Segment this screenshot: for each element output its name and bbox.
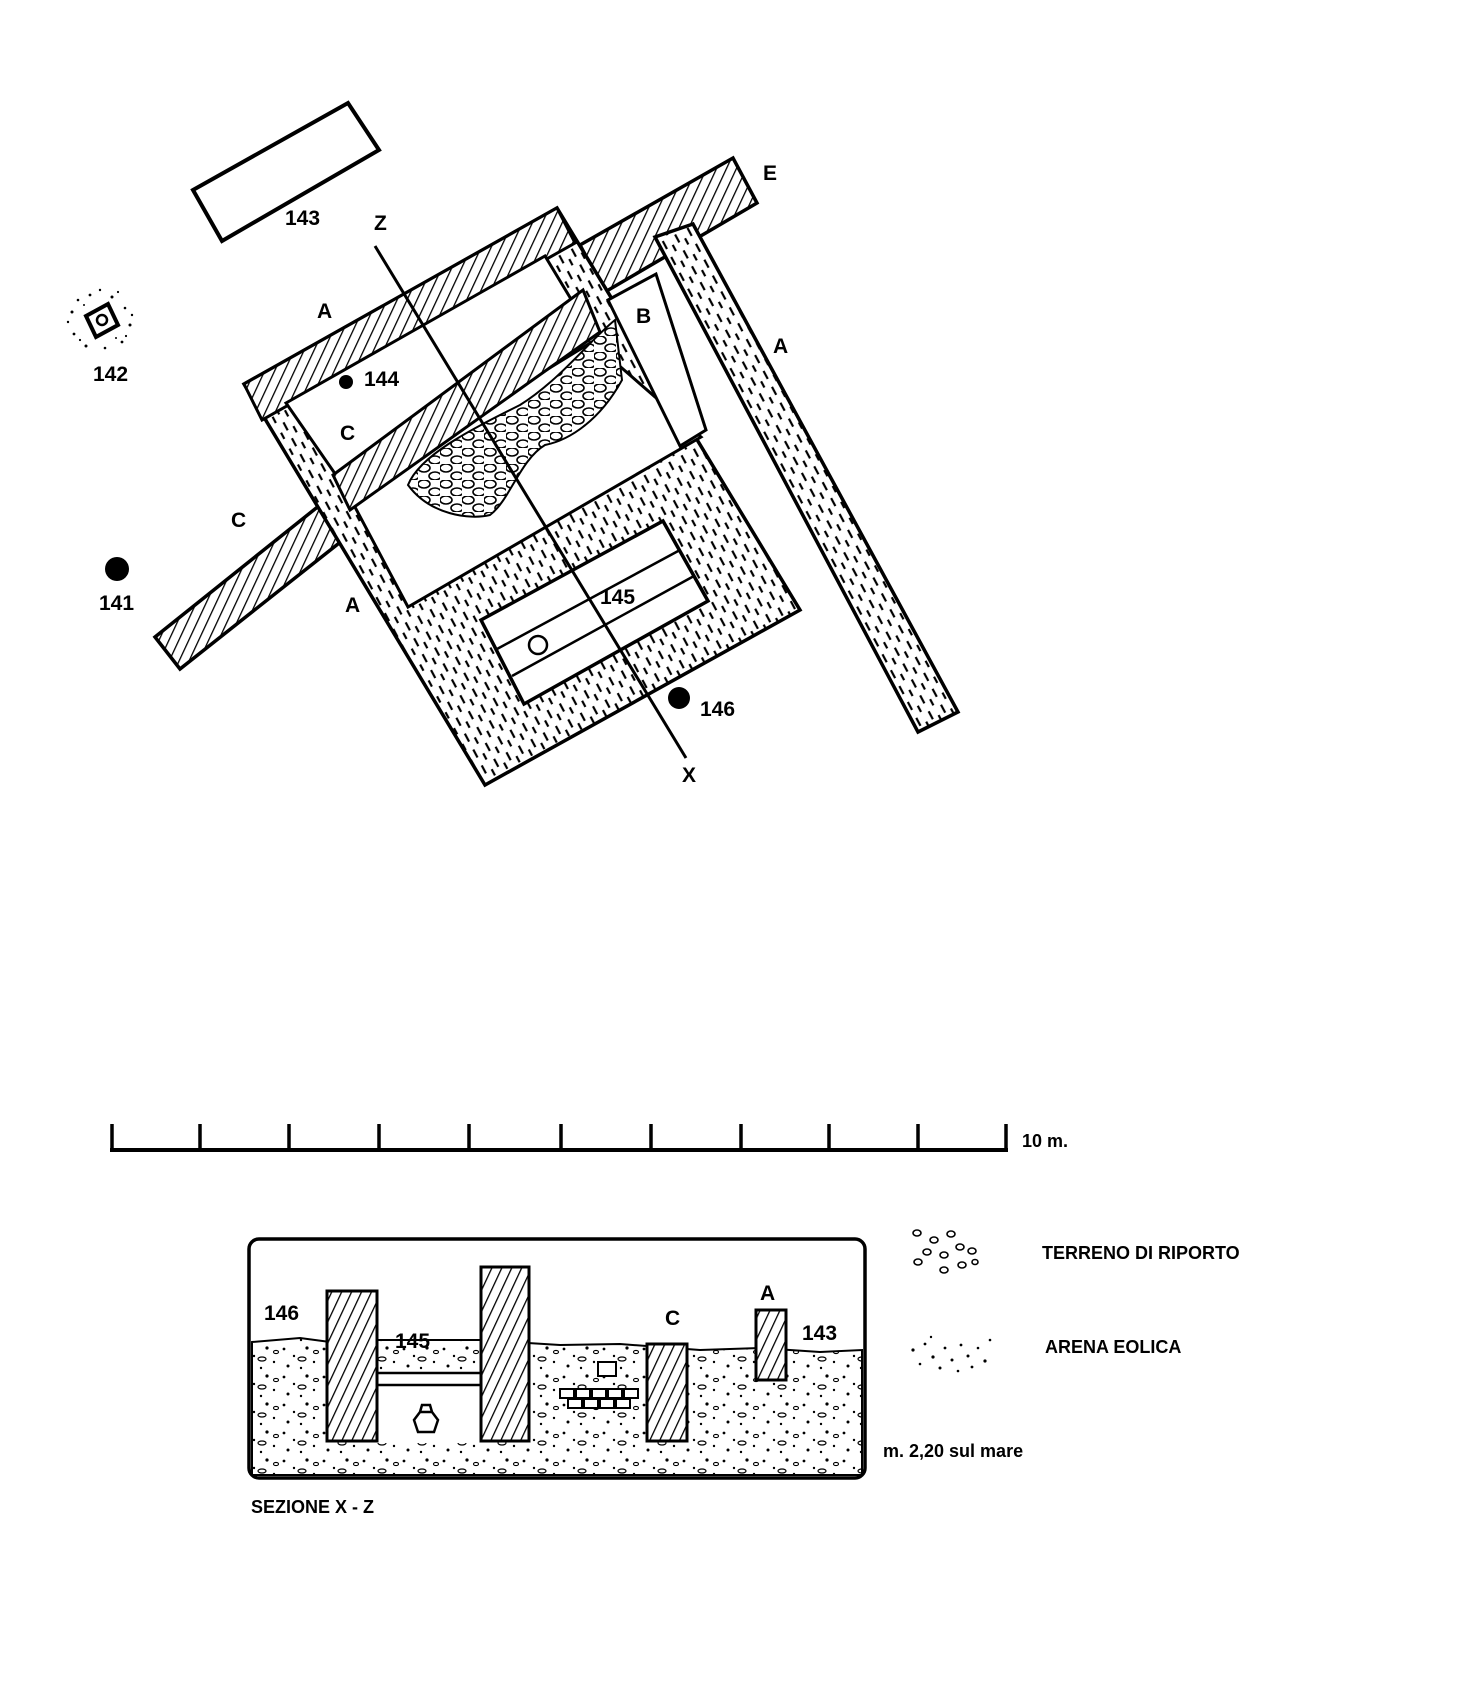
legend: TERRENO DI RIPORTO ARENA EOLICA: [911, 1229, 1240, 1373]
wall-e: [577, 155, 760, 295]
feature-143-outline: [190, 100, 382, 244]
label-a-north: A: [317, 300, 332, 323]
cobble-pavement: [406, 318, 624, 518]
section-label-145: 145: [395, 1330, 430, 1353]
label-z: Z: [374, 212, 387, 235]
legend-sand-label: ARENA EOLICA: [1045, 1337, 1181, 1357]
label-146: 146: [700, 698, 735, 721]
label-142: 142: [93, 363, 128, 386]
section-vessel-icon: [412, 1403, 440, 1434]
section-wall-c: [645, 1342, 689, 1443]
section-cobbles: [559, 1361, 639, 1409]
section-label-143: 143: [802, 1322, 837, 1345]
room-b: [606, 271, 708, 449]
label-145: 145: [600, 586, 635, 609]
section-label-c: C: [665, 1307, 680, 1330]
wall-a-north: [242, 205, 577, 423]
label-143: 143: [285, 207, 320, 230]
label-a-east: A: [773, 335, 788, 358]
site-plan: 143 142 141 144 145 146 Z X E A A A B C …: [66, 100, 961, 788]
section-x-z: 146 145 C A 143 m. 2,20 sul mare SEZIONE…: [247, 1237, 1023, 1517]
scale-bar: 10 m.: [110, 1124, 1068, 1152]
feature-142-symbol: [66, 288, 134, 350]
section-wall-145: [479, 1265, 531, 1443]
label-a-west: A: [345, 594, 360, 617]
wall-a-east: [652, 221, 961, 735]
section-elevation-note: m. 2,20 sul mare: [883, 1441, 1023, 1461]
label-144: 144: [364, 368, 399, 391]
legend-fill-swatch: [912, 1229, 979, 1274]
label-141: 141: [99, 592, 134, 615]
section-wall-146: [325, 1289, 379, 1443]
label-b: B: [636, 305, 651, 328]
label-e: E: [763, 162, 777, 185]
well-opening-icon: [527, 634, 549, 656]
point-144-marker: [339, 375, 353, 389]
point-146-marker: [668, 687, 690, 709]
point-141-marker: [105, 557, 129, 581]
label-c-outer: C: [231, 509, 246, 532]
legend-sand-swatch: [911, 1335, 992, 1373]
section-line-z-x: [373, 245, 688, 759]
scale-label: 10 m.: [1022, 1131, 1068, 1151]
section-wall-a: [754, 1308, 788, 1382]
wall-c-west: [152, 502, 346, 672]
wall-c: [331, 287, 602, 513]
section-label-a: A: [760, 1282, 775, 1305]
legend-fill-label: TERRENO DI RIPORTO: [1042, 1243, 1240, 1263]
section-title: SEZIONE X - Z: [251, 1497, 374, 1517]
label-c-inner: C: [340, 422, 355, 445]
section-label-146: 146: [264, 1302, 299, 1325]
label-x: X: [682, 764, 696, 787]
